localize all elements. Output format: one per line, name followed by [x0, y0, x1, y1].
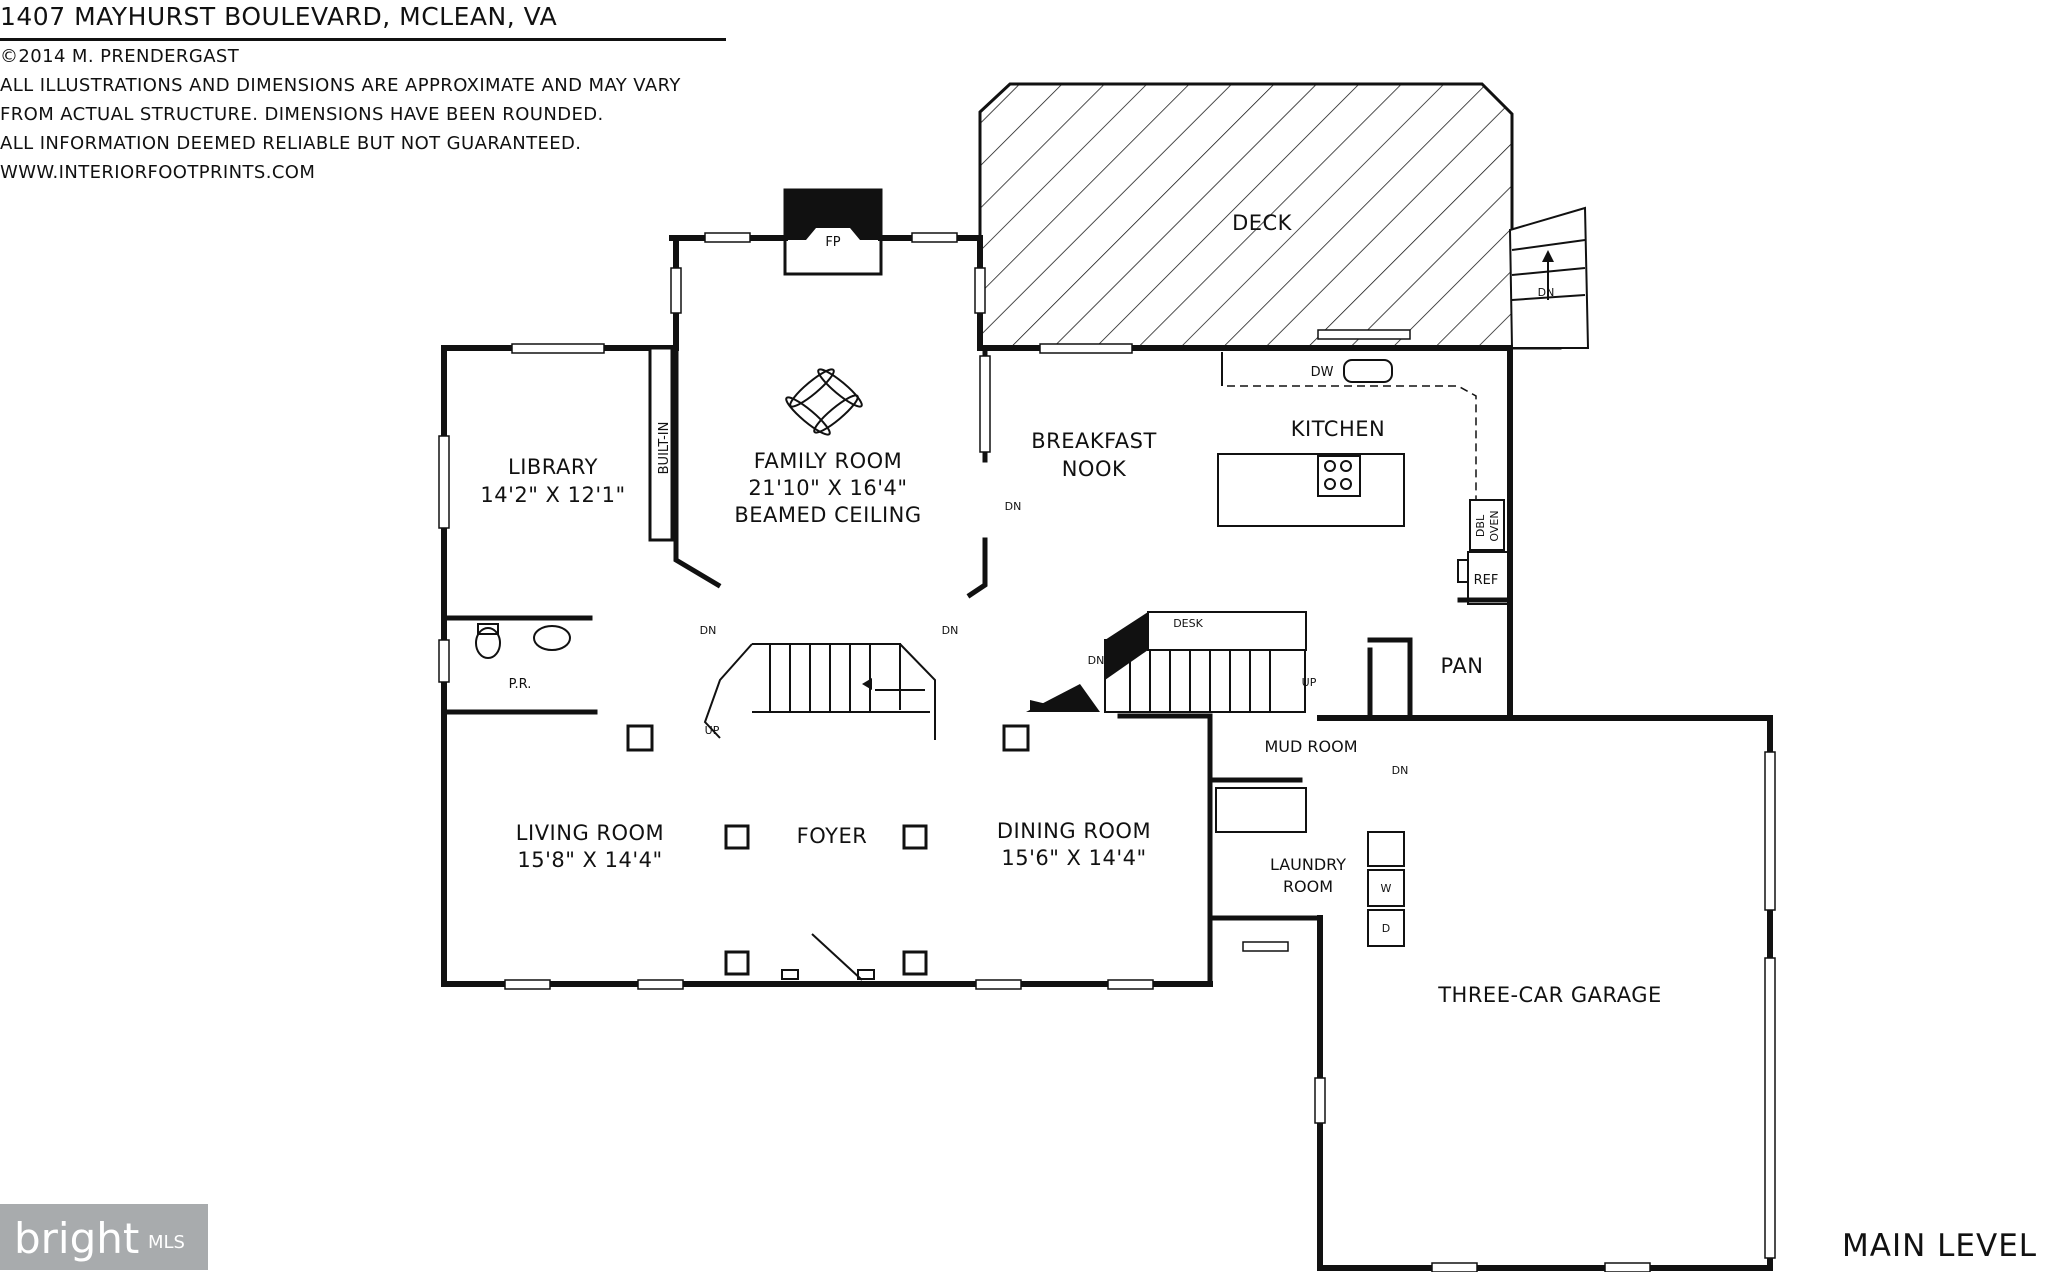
breakfast-nook-label-1: BREAKFAST	[1031, 429, 1157, 453]
powder-room-label: P.R.	[509, 677, 532, 692]
exterior-walls	[441, 235, 1773, 1271]
dining-room-dims: 15'6" X 14'4"	[1001, 846, 1146, 870]
family-room-dims: 21'10" X 16'4"	[748, 476, 907, 500]
laundry-room-label-1: LAUNDRY	[1270, 855, 1346, 874]
plan-title: 1407 MAYHURST BOULEVARD, MCLEAN, VA	[0, 2, 558, 31]
deck-stair-down: DN	[1538, 286, 1555, 299]
dryer-label: D	[1382, 922, 1390, 935]
oven-label-1: DBL	[1474, 514, 1487, 537]
desk-post	[1105, 612, 1148, 680]
dining-room-label: DINING ROOM	[997, 819, 1151, 843]
dishwasher-label: DW	[1311, 365, 1334, 380]
deck-stair-treads	[1511, 239, 1586, 301]
back-stair-down: DN	[1088, 654, 1105, 667]
washer-label: W	[1381, 882, 1392, 895]
powder-room-fixtures	[475, 623, 571, 659]
main-staircase	[703, 643, 936, 740]
title-underline	[0, 38, 726, 41]
columns	[626, 724, 1030, 976]
laundry-fixtures	[1215, 787, 1405, 947]
back-stair-up: UP	[1302, 676, 1317, 689]
cooktop	[1317, 455, 1361, 497]
foyer-step-down: DN	[942, 624, 959, 637]
built-in-shelf	[648, 346, 674, 542]
family-room-note: BEAMED CEILING	[734, 503, 921, 527]
library-dims: 14'2" X 12'1"	[480, 483, 625, 507]
desk	[1147, 611, 1307, 651]
bright-mls-watermark: bright MLS	[0, 1204, 208, 1270]
living-room-dims: 15'8" X 14'4"	[517, 848, 662, 872]
garage-label: THREE-CAR GARAGE	[1437, 983, 1662, 1007]
interior-walls	[441, 345, 1513, 987]
disclaimer-line-1: ALL ILLUSTRATIONS AND DIMENSIONS ARE APP…	[0, 75, 681, 96]
front-door	[781, 933, 875, 981]
breakfast-nook-label-2: NOOK	[1062, 457, 1127, 481]
library-step-down: DN	[700, 624, 717, 637]
level-label: MAIN LEVEL	[1842, 1228, 2038, 1264]
family-room-label: FAMILY ROOM	[754, 449, 903, 473]
oven-label-2: OVEN	[1488, 510, 1501, 541]
kitchen-label: KITCHEN	[1291, 417, 1386, 441]
brand-suffix: MLS	[148, 1232, 185, 1253]
library-label: LIBRARY	[508, 455, 598, 479]
double-oven	[1469, 499, 1505, 551]
garage-step-down: DN	[1392, 764, 1409, 777]
brand-name: bright	[14, 1214, 140, 1263]
living-room-label: LIVING ROOM	[516, 821, 664, 845]
mud-room-label: MUD ROOM	[1264, 737, 1357, 756]
laundry-room-label-2: ROOM	[1283, 877, 1333, 896]
disclaimer-line-2: FROM ACTUAL STRUCTURE. DIMENSIONS HAVE B…	[0, 104, 604, 125]
foyer-label: FOYER	[797, 824, 868, 848]
kitchen-island	[1217, 453, 1405, 527]
kitchen-counters	[1221, 352, 1477, 500]
desk-label: DESK	[1173, 617, 1203, 630]
refrigerator-label: REF	[1474, 573, 1499, 588]
built-in-label: BUILT-IN	[657, 422, 672, 475]
pantry-label: PAN	[1441, 654, 1484, 678]
main-stair-up: UP	[705, 724, 720, 737]
website-note: WWW.INTERIORFOOTPRINTS.COM	[0, 162, 316, 183]
copyright-note: ©2014 M. PRENDERGAST	[0, 46, 240, 67]
windows	[438, 232, 1776, 1272]
fireplace-label: FP	[825, 235, 840, 250]
deck-label: DECK	[1232, 211, 1293, 235]
kitchen-sink	[1343, 359, 1393, 383]
disclaimer-line-3: ALL INFORMATION DEEMED RELIABLE BUT NOT …	[0, 133, 582, 154]
family-step-down: DN	[1005, 500, 1022, 513]
ceiling-fan	[785, 368, 863, 436]
